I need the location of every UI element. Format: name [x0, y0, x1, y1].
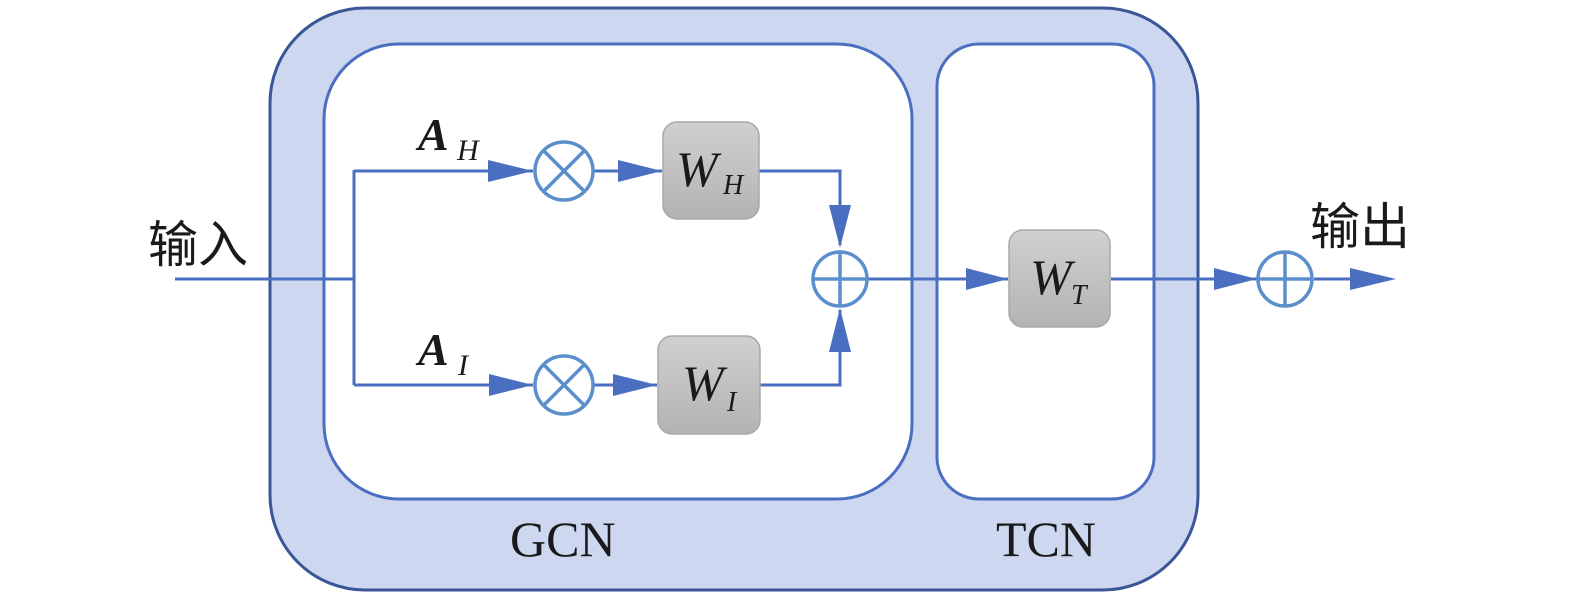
adjacency-main: A — [415, 324, 449, 375]
residual-sum-operator — [1256, 250, 1314, 308]
input-label: 输入 — [148, 216, 248, 274]
multiply-operator-top — [533, 140, 595, 202]
weight-block-wi — [657, 335, 761, 435]
adjacency-sub-bottom: I — [457, 349, 470, 382]
adjacency-label-top: A — [415, 109, 449, 160]
arrow-bottom-sum — [829, 308, 851, 352]
adjacency-main: A — [415, 109, 449, 160]
output-label: 输出 — [1310, 198, 1410, 256]
arrow-tcn-in — [966, 268, 1008, 290]
arrow-bottom-branch — [489, 374, 533, 396]
arrow-top-weight — [618, 160, 662, 182]
multiply-operator-bottom — [533, 354, 595, 416]
weight-label-wt-sub: T — [1071, 280, 1089, 311]
tcn-label: TCN — [996, 511, 1096, 567]
weight-label-wh-sub: H — [722, 170, 745, 201]
weight-label-wi-main: W — [682, 355, 728, 411]
arrowheads — [488, 160, 1396, 396]
arrow-residual-in — [1214, 268, 1257, 290]
arrow-top-branch — [488, 160, 533, 182]
adjacency-label-bottom: A — [415, 324, 449, 375]
weight-block-wh — [662, 121, 760, 220]
adjacency-sub-top: H — [456, 134, 481, 167]
arrow-top-sum — [829, 205, 851, 248]
weight-label-wt-main: W — [1030, 249, 1076, 305]
gcn-label: GCN — [510, 511, 616, 567]
arrow-output — [1350, 268, 1396, 290]
weight-block-wt — [1008, 229, 1111, 328]
arrow-bottom-weight — [613, 374, 657, 396]
weight-label-wi-sub: I — [726, 387, 738, 418]
sum-operator-gcn — [811, 250, 869, 308]
weight-label-wh-main: W — [676, 141, 722, 197]
